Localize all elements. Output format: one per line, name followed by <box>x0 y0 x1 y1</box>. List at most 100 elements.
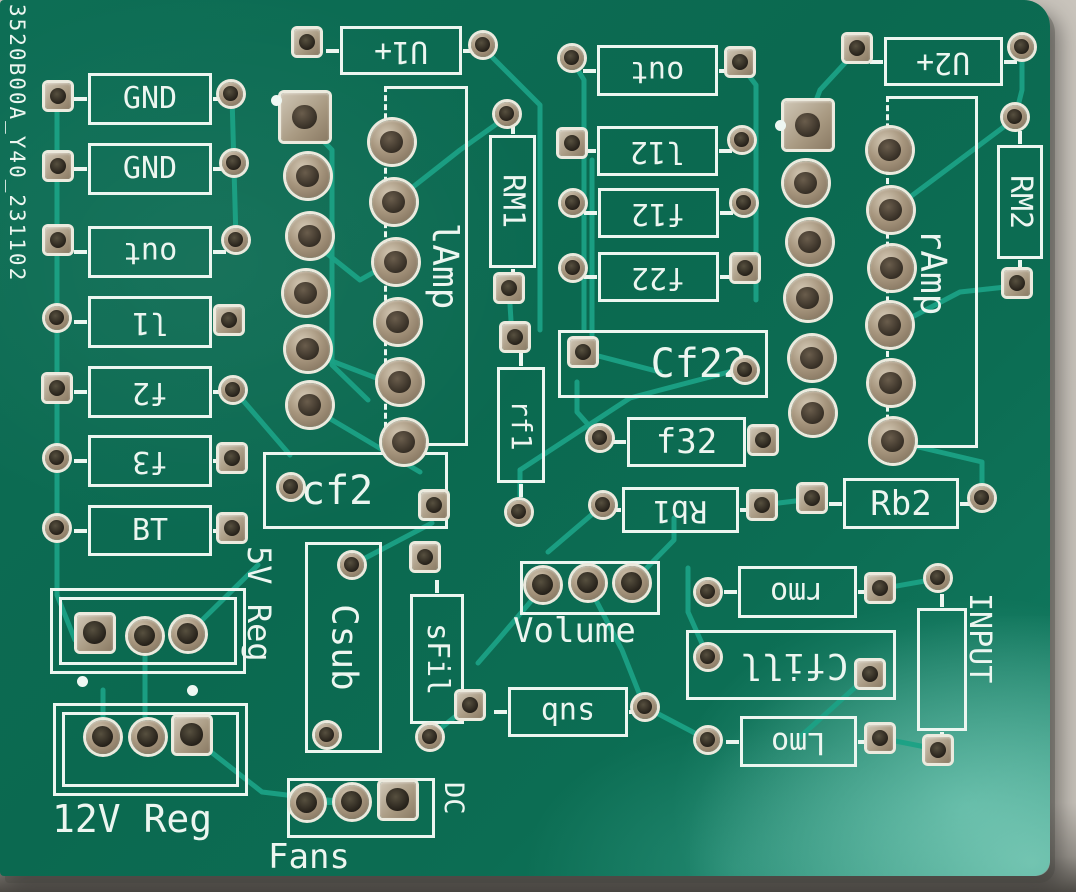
label-out-mid: out <box>583 45 732 96</box>
label-sub: sub <box>494 687 642 737</box>
round-pad <box>45 306 69 330</box>
square-pad <box>799 485 825 511</box>
label-rm1: RM1 <box>489 121 536 282</box>
round-pad <box>382 420 426 464</box>
round-pad <box>286 154 330 198</box>
fiducial-dot <box>77 676 88 687</box>
square-pad <box>45 227 71 253</box>
label-dc: DC <box>438 782 469 815</box>
label-rf1: rf1 <box>497 353 545 497</box>
square-pad <box>749 492 775 518</box>
label-u1-plus: U1+ <box>326 26 476 75</box>
round-pad <box>869 361 913 405</box>
round-pad <box>376 300 420 344</box>
round-pad <box>588 426 612 450</box>
round-pad <box>561 256 585 280</box>
round-pad <box>372 180 416 224</box>
input-footprint <box>917 594 967 745</box>
label-f32: f32 <box>613 417 760 467</box>
round-pad <box>615 566 649 600</box>
round-pad <box>970 486 994 510</box>
square-pad <box>45 153 71 179</box>
square-pad <box>294 29 320 55</box>
label-5v-reg: 5V Reg <box>240 546 278 662</box>
round-pad <box>1003 105 1027 129</box>
round-pad <box>560 46 584 70</box>
round-pad <box>222 151 246 175</box>
round-pad <box>696 580 720 604</box>
round-pad <box>733 358 757 382</box>
square-pad <box>174 717 210 753</box>
round-pad <box>591 493 615 517</box>
round-pad <box>926 566 950 590</box>
square-pad <box>219 445 245 471</box>
label-ramp: rAmp <box>912 228 953 316</box>
label-l1: l1 <box>74 296 226 348</box>
round-pad <box>86 720 120 754</box>
label-cfill: Cfill <box>686 630 896 700</box>
square-pad <box>732 255 758 281</box>
round-pad <box>45 446 69 470</box>
round-pad <box>221 378 245 402</box>
round-pad <box>732 191 756 215</box>
round-pad <box>374 240 418 284</box>
label-out-left: out <box>74 226 226 278</box>
label-f22: f22 <box>584 252 733 302</box>
round-pad <box>870 246 914 290</box>
label-bt: BT <box>74 505 226 556</box>
fiducial-dot <box>271 95 282 106</box>
square-pad <box>380 782 416 818</box>
square-pad <box>421 492 447 518</box>
square-pad <box>219 515 245 541</box>
square-pad <box>216 307 242 333</box>
round-pad <box>730 128 754 152</box>
5v-header-outline <box>50 588 246 674</box>
round-pad <box>284 271 328 315</box>
round-pad <box>290 786 324 820</box>
round-pad <box>370 120 414 164</box>
label-sfil: sFil <box>410 580 464 738</box>
round-pad <box>526 568 560 602</box>
round-pad <box>286 327 330 371</box>
square-pad <box>925 737 951 763</box>
label-12v-reg: 12V Reg <box>52 797 213 841</box>
square-pad <box>281 93 329 141</box>
label-cf2: cf2 <box>263 452 448 529</box>
pcb-board: 3520B00A_Y40_231102 GND GND out l1 f2 f3… <box>0 0 1050 876</box>
round-pad <box>224 228 248 252</box>
round-pad <box>219 82 243 106</box>
square-pad <box>784 101 832 149</box>
round-pad <box>171 617 205 651</box>
round-pad <box>1010 35 1034 59</box>
label-cf22: Cf22 <box>558 330 768 398</box>
round-pad <box>871 419 915 463</box>
round-pad <box>315 723 339 747</box>
label-f3: f3 <box>74 435 226 487</box>
square-pad <box>496 275 522 301</box>
round-pad <box>788 220 832 264</box>
round-pad <box>128 619 162 653</box>
round-pad <box>288 214 332 258</box>
round-pad <box>288 383 332 427</box>
square-pad <box>727 49 753 75</box>
lamp-footprint: lAmp <box>384 86 468 446</box>
square-pad <box>867 575 893 601</box>
12v-header-outline <box>53 703 248 796</box>
round-pad <box>868 128 912 172</box>
label-rmo: rmo <box>724 566 871 618</box>
label-u2-plus: U2+ <box>870 37 1017 86</box>
round-pad <box>696 728 720 752</box>
round-pad <box>45 516 69 540</box>
round-pad <box>131 720 165 754</box>
round-pad <box>495 102 519 126</box>
label-f12: f12 <box>584 188 733 238</box>
fiducial-dot <box>775 120 786 131</box>
fans-header-outline <box>287 778 435 838</box>
label-gnd-2: GND <box>74 143 226 195</box>
round-pad <box>869 188 913 232</box>
square-pad <box>867 725 893 751</box>
round-pad <box>471 33 495 57</box>
label-csub: Csub <box>305 542 382 753</box>
silkscreen-board-id: 3520B00A_Y40_231102 <box>5 4 29 283</box>
